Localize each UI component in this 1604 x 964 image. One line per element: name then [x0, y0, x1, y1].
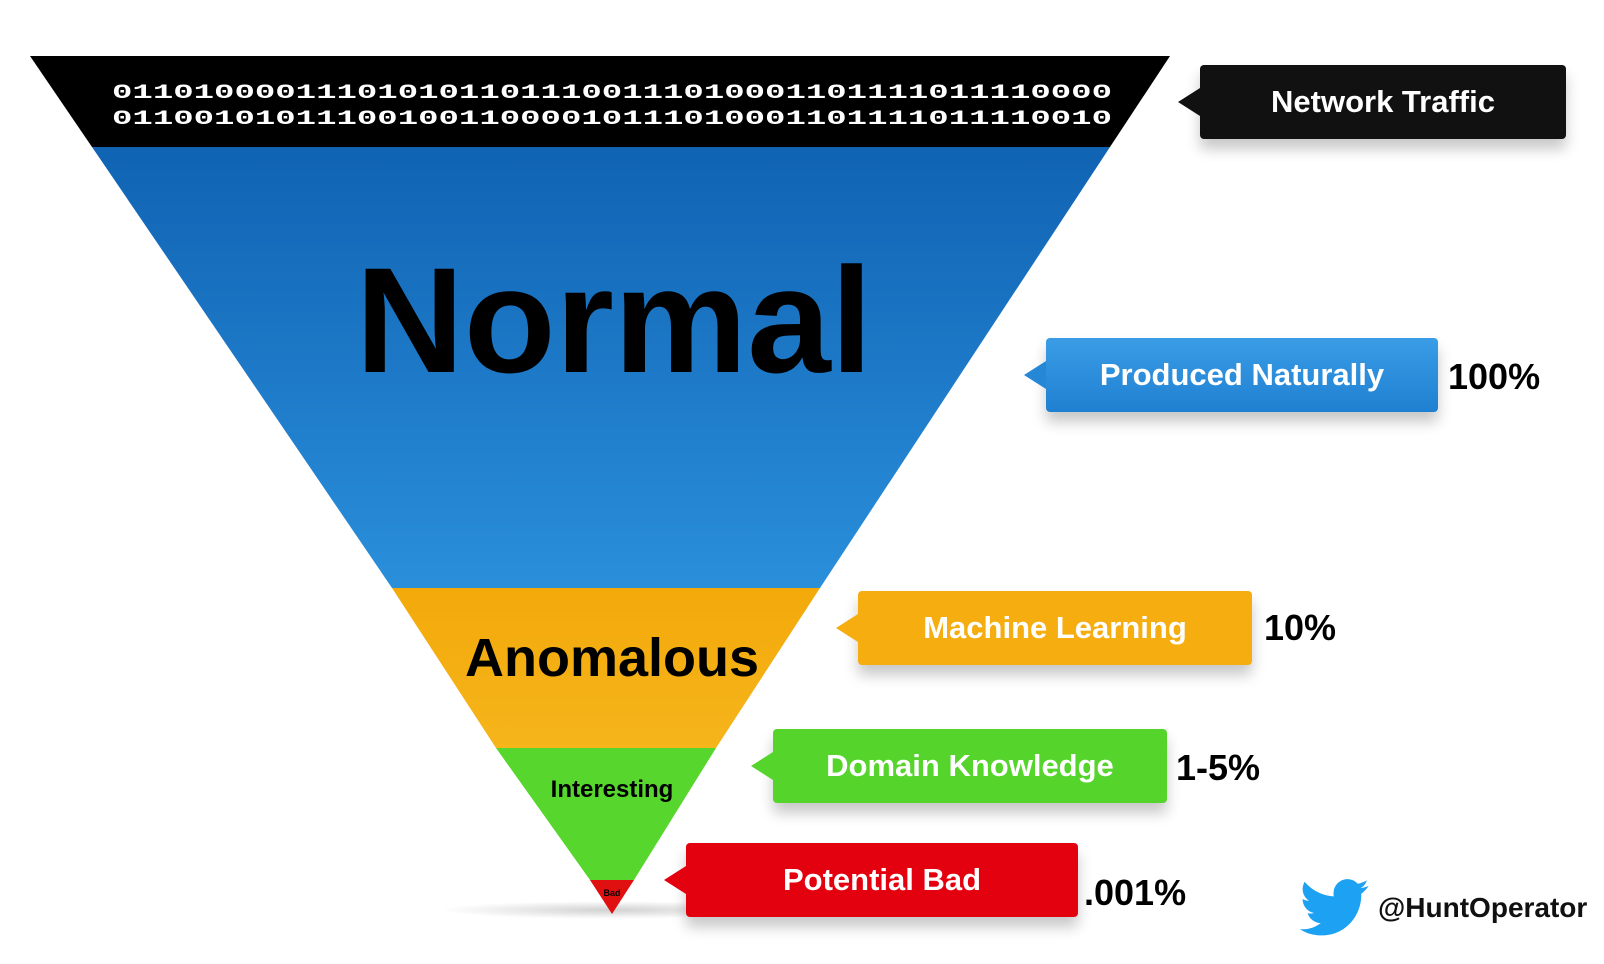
callout-machine-learning: Machine Learning	[858, 591, 1252, 665]
stage-label-anomalous: Anomalous	[465, 628, 759, 688]
funnel-network-traffic-band	[30, 56, 1170, 147]
stage-label-normal: Normal	[356, 236, 873, 404]
stage-label-interesting: Interesting	[551, 776, 674, 803]
percent-potential-bad: .001%	[1084, 872, 1187, 913]
callout-network-traffic-label: Network Traffic	[1271, 84, 1495, 119]
percent-machine-learning: 10%	[1264, 607, 1337, 648]
percent-produced-naturally: 100%	[1448, 356, 1541, 397]
callout-machine-learning-label: Machine Learning	[923, 610, 1187, 645]
callout-domain-knowledge-label: Domain Knowledge	[826, 748, 1114, 783]
funnel-stage-normal	[92, 147, 1110, 588]
callout-network-traffic: Network Traffic	[1200, 65, 1566, 139]
stage-label-bad: Bad	[603, 888, 620, 898]
twitter-bird-icon	[1300, 879, 1369, 936]
twitter-handle-text: @HuntOperator	[1378, 892, 1588, 923]
funnel-stage-anomalous	[392, 588, 820, 748]
funnel-stage-bad	[590, 880, 634, 914]
binary-line-2: 0110010101110010011000010111010001101111…	[112, 108, 1112, 131]
callout-potential-bad-label: Potential Bad	[782, 862, 982, 897]
callout-produced-naturally: Produced Naturally	[1046, 338, 1438, 412]
twitter-handle[interactable]: @HuntOperator	[1300, 878, 1587, 938]
binary-line-1: 0110100001110101011011100111010001101111…	[112, 82, 1112, 105]
percent-domain-knowledge: 1-5%	[1176, 747, 1261, 788]
funnel-stage-interesting	[496, 748, 716, 880]
callout-potential-bad: Potential Bad	[686, 843, 1078, 917]
callout-produced-naturally-label: Produced Naturally	[1099, 357, 1385, 392]
callout-domain-knowledge: Domain Knowledge	[773, 729, 1167, 803]
